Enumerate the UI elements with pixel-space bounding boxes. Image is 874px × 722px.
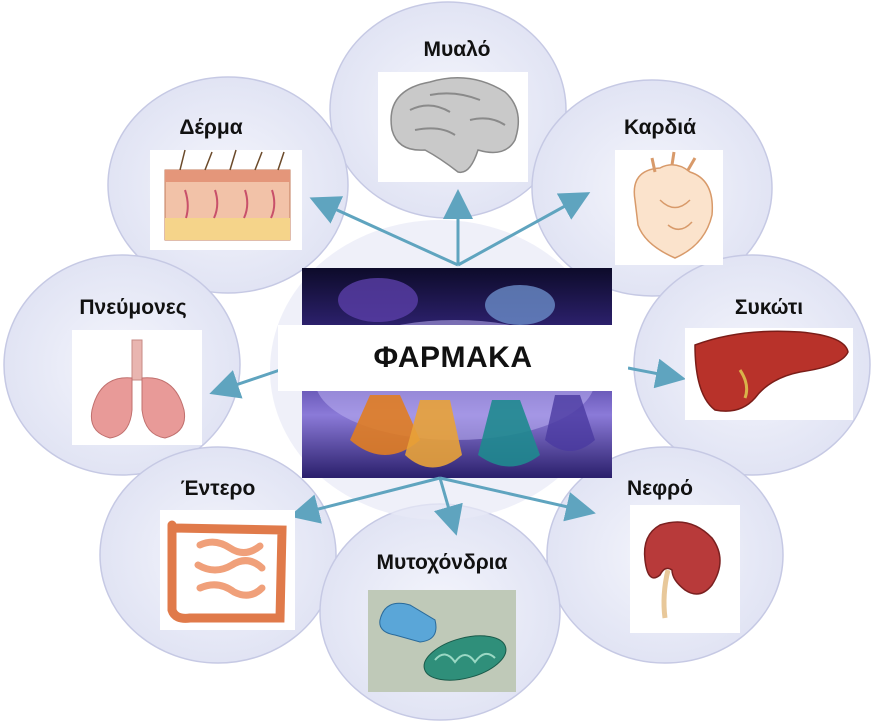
liver-icon xyxy=(685,328,853,420)
label-mitochondria: Μυτοχόνδρια xyxy=(352,551,532,575)
brain-icon xyxy=(378,72,528,182)
mitochondria-icon xyxy=(368,590,516,692)
lungs-icon xyxy=(72,330,202,445)
label-liver: Συκώτι xyxy=(714,296,824,320)
label-kidney: Νεφρό xyxy=(600,477,720,501)
center-title: ΦΑΡΜΑΚΑ xyxy=(278,325,628,391)
label-intestine: Έντερο xyxy=(168,477,268,501)
label-heart: Καρδιά xyxy=(615,116,705,140)
label-skin: Δέρμα xyxy=(166,116,256,140)
label-brain: Μυαλό xyxy=(412,38,502,62)
intestine-icon xyxy=(160,510,295,630)
heart-icon xyxy=(615,150,723,265)
skin-layers-icon xyxy=(150,150,302,250)
kidney-icon xyxy=(630,505,740,633)
label-lungs: Πνεύμονες xyxy=(58,296,208,320)
